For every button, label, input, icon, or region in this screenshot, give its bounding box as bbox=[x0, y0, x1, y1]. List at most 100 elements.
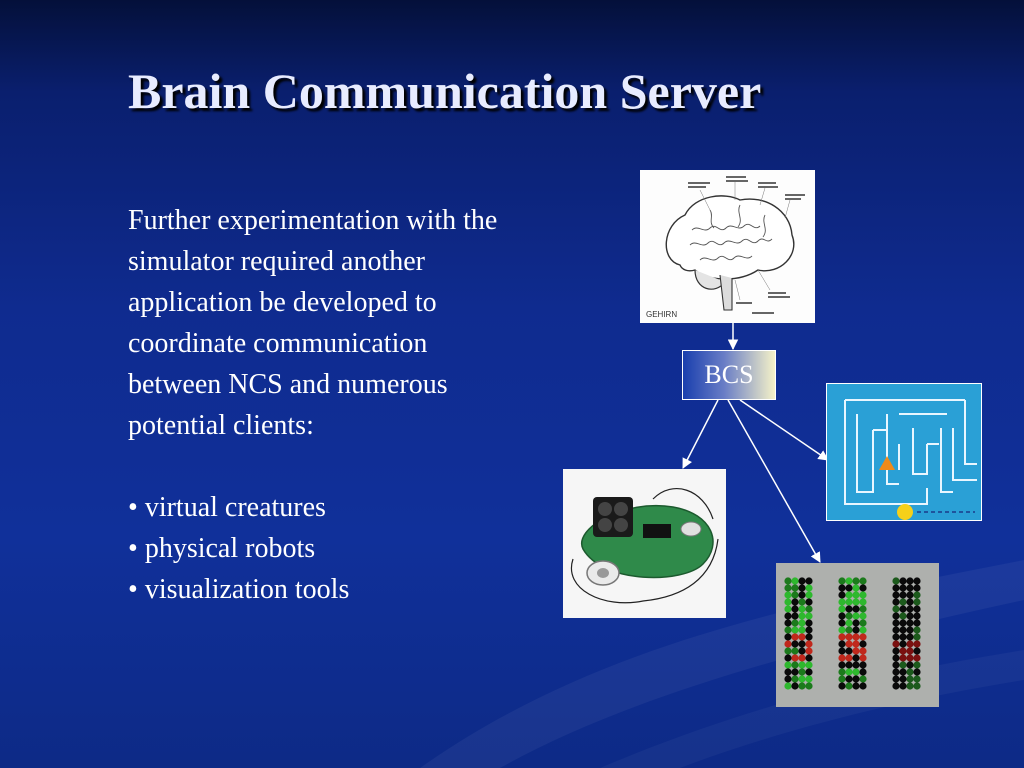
neuron-dot bbox=[859, 633, 867, 641]
neuron-dot bbox=[798, 584, 806, 592]
neuron-dot bbox=[798, 619, 806, 627]
neuron-dot bbox=[845, 654, 853, 662]
neuron-dot bbox=[784, 598, 792, 606]
neuron-dot bbox=[906, 619, 914, 627]
neuron-dot bbox=[798, 675, 806, 683]
neuron-dot bbox=[791, 682, 799, 690]
neuron-dot bbox=[805, 584, 813, 592]
neuron-dot bbox=[784, 661, 792, 669]
neuron-dot bbox=[791, 675, 799, 683]
neuron-dot bbox=[791, 647, 799, 655]
neuron-dot bbox=[838, 598, 846, 606]
neuron-dot bbox=[838, 612, 846, 620]
neuron-dot bbox=[805, 619, 813, 627]
neuron-dot bbox=[859, 598, 867, 606]
neuron-dot bbox=[906, 577, 914, 585]
neuron-dot bbox=[892, 612, 900, 620]
neuron-dot bbox=[798, 605, 806, 613]
neuron-dot bbox=[892, 661, 900, 669]
neuron-dot bbox=[838, 591, 846, 599]
neuron-dot bbox=[913, 661, 921, 669]
neuron-dot bbox=[899, 626, 907, 634]
neuron-dot bbox=[805, 647, 813, 655]
neuron-dot bbox=[798, 577, 806, 585]
neuron-dot bbox=[852, 682, 860, 690]
neuron-dot bbox=[838, 647, 846, 655]
neuron-dot bbox=[852, 661, 860, 669]
neuron-dot bbox=[805, 605, 813, 613]
neuron-dot bbox=[805, 612, 813, 620]
neuron-dot bbox=[798, 612, 806, 620]
neuron-dot bbox=[906, 605, 914, 613]
neuron-dot bbox=[791, 591, 799, 599]
neuron-dot bbox=[784, 577, 792, 585]
neuron-dot bbox=[838, 577, 846, 585]
neuron-dot bbox=[892, 591, 900, 599]
neuron-dot bbox=[906, 612, 914, 620]
robot-photo bbox=[563, 469, 726, 618]
neuron-dot bbox=[913, 654, 921, 662]
neuron-dot bbox=[845, 668, 853, 676]
neuron-dot bbox=[838, 633, 846, 641]
neuron-dot bbox=[798, 633, 806, 641]
neuron-dot bbox=[899, 633, 907, 641]
neuron-dot bbox=[906, 654, 914, 662]
neuron-dot bbox=[845, 640, 853, 648]
neuron-dot bbox=[845, 619, 853, 627]
neuron-dot bbox=[784, 626, 792, 634]
neuron-dot bbox=[798, 661, 806, 669]
neuron-dot bbox=[784, 633, 792, 641]
neuron-dot bbox=[913, 675, 921, 683]
neuron-dot bbox=[845, 675, 853, 683]
body-line: coordinate communication bbox=[128, 328, 428, 359]
brain-illustration-icon bbox=[665, 176, 805, 314]
neuron-dot bbox=[899, 612, 907, 620]
neuron-dot bbox=[859, 577, 867, 585]
neuron-dot bbox=[798, 598, 806, 606]
neuron-dot bbox=[845, 647, 853, 655]
neuron-dot bbox=[798, 647, 806, 655]
neuron-dot bbox=[852, 675, 860, 683]
neuron-dot bbox=[852, 654, 860, 662]
neuron-dot bbox=[859, 675, 867, 683]
neuron-dot bbox=[859, 584, 867, 592]
neuron-dot bbox=[859, 640, 867, 648]
neuron-dot bbox=[784, 640, 792, 648]
neuron-dot bbox=[852, 619, 860, 627]
neuron-dot bbox=[784, 605, 792, 613]
neuron-dot bbox=[906, 682, 914, 690]
neuron-dot bbox=[845, 682, 853, 690]
neuron-dot bbox=[838, 619, 846, 627]
neuron-dot bbox=[805, 626, 813, 634]
neuron-dot bbox=[791, 598, 799, 606]
neuron-dot bbox=[798, 591, 806, 599]
neuron-dot bbox=[892, 605, 900, 613]
client-bullet-list: virtual creatures physical robots visual… bbox=[128, 487, 598, 610]
neuron-dot bbox=[838, 584, 846, 592]
neuron-dot bbox=[852, 598, 860, 606]
neuron-dot bbox=[791, 612, 799, 620]
neuron-dot bbox=[845, 633, 853, 641]
neuron-dot bbox=[859, 605, 867, 613]
neuron-dot bbox=[906, 591, 914, 599]
body-line: potential clients: bbox=[128, 410, 314, 441]
neuron-dot bbox=[859, 654, 867, 662]
neuron-dot bbox=[784, 682, 792, 690]
arrow-bcs-to-robot bbox=[682, 399, 719, 469]
neuron-dot bbox=[791, 584, 799, 592]
brain-diagram-image: GEHIRN bbox=[640, 170, 815, 323]
neuron-dot bbox=[791, 640, 799, 648]
neuron-dot bbox=[892, 633, 900, 641]
neuron-dot bbox=[906, 640, 914, 648]
neuron-dot bbox=[913, 598, 921, 606]
arrow-bcs-to-maze bbox=[739, 399, 829, 461]
neuron-dot bbox=[906, 647, 914, 655]
neuron-dot bbox=[852, 605, 860, 613]
neuron-dot bbox=[852, 626, 860, 634]
neuron-dot bbox=[906, 598, 914, 606]
neuron-dot bbox=[791, 577, 799, 585]
neuron-dot bbox=[784, 584, 792, 592]
neuron-dot bbox=[906, 668, 914, 676]
neuron-dot bbox=[791, 633, 799, 641]
neuron-dot bbox=[805, 577, 813, 585]
